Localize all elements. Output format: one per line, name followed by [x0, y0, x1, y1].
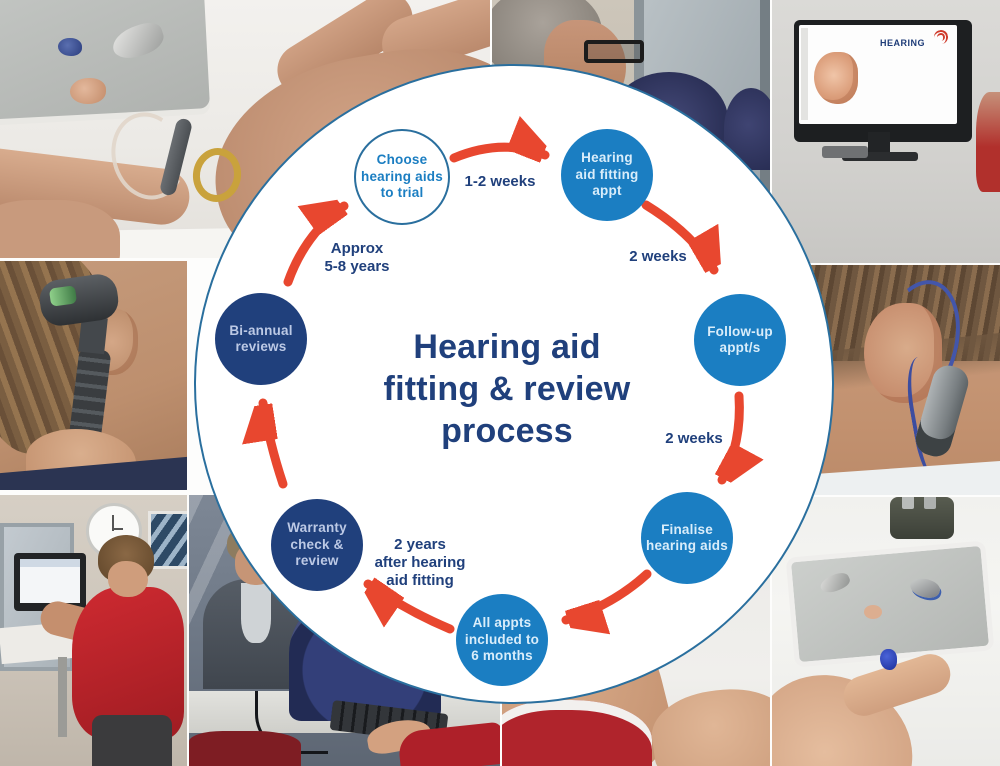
red-jacket: [72, 587, 184, 739]
monitor-base: [842, 152, 918, 161]
node-label: Follow-up appt/s: [707, 323, 773, 356]
charging-aid: [902, 497, 914, 509]
blue-hearing-aid: [58, 38, 82, 56]
hearing-logo-text: HEARING: [880, 38, 926, 48]
arrow-allappts-to-warranty: [368, 584, 455, 634]
arrow-warranty-to-biannual: [263, 398, 288, 489]
arrow-finalise-to-allappts: [561, 569, 652, 620]
monitor-screen: [20, 559, 80, 603]
red-garment: [502, 700, 652, 766]
software-toolbar: [801, 28, 808, 120]
node-label: Warranty check & review: [287, 520, 347, 569]
node-warranty-check-review: Warranty check & review: [271, 499, 363, 591]
edge-label-2-years-after-fitting: 2 years after hearing aid fitting: [374, 536, 466, 589]
node-all-appts-included: All appts included to 6 months: [456, 594, 548, 686]
edge-label-2-weeks-lower: 2 weeks: [665, 430, 723, 447]
photo-monitor-ear-diagram: HEARING: [772, 0, 1000, 263]
patient-shoulder: [976, 92, 1000, 192]
node-follow-up-appts: Follow-up appt/s: [694, 294, 786, 386]
desk-leg: [58, 657, 67, 737]
arrow-biannual-to-choose: [283, 206, 349, 287]
ear-anatomy-image: [814, 52, 858, 104]
edge-label-approx-5-8-years: Approx 5-8 years: [324, 240, 390, 275]
client-shirt: [241, 583, 271, 643]
arrow-choose-to-fitting: [449, 147, 545, 158]
node-label: Hearing aid fitting appt: [575, 150, 639, 199]
node-choose-hearing-aids: Choose hearing aids to trial: [354, 129, 450, 225]
node-label: Finalise hearing aids: [646, 521, 728, 554]
photo-otoscope-exam: [0, 261, 187, 490]
arrow-fitting-to-followup: [641, 200, 714, 275]
node-label: Bi-annual reviews: [229, 322, 293, 355]
patient-ear: [864, 303, 942, 403]
hearing-aid-charger: [890, 497, 954, 539]
wall-artwork: [148, 511, 187, 569]
blue-in-ear-aid: [880, 649, 897, 670]
node-bi-annual-reviews: Bi-annual reviews: [215, 293, 307, 385]
arm: [0, 200, 120, 258]
office-chair: [92, 715, 172, 766]
edge-label-2-weeks-upper: 2 weeks: [629, 248, 687, 265]
arrow-followup-to-finalise: [722, 391, 739, 480]
charging-aid: [924, 497, 936, 509]
clothing: [189, 731, 301, 766]
monitor-stand: [868, 132, 890, 154]
diagram-title: Hearing aid fitting & review process: [383, 328, 631, 450]
node-finalise-hearing-aids: Finalise hearing aids: [641, 492, 733, 584]
node-label: All appts included to 6 months: [464, 615, 540, 664]
ear-mould: [864, 605, 882, 619]
node-label: Choose hearing aids to trial: [361, 152, 443, 201]
glasses: [584, 40, 644, 63]
node-hearing-aid-fitting-appt: Hearing aid fitting appt: [561, 129, 653, 221]
clinician-face: [108, 561, 148, 597]
ear-mould: [70, 78, 106, 104]
photo-hearing-aid-tray-hand: [772, 497, 1000, 766]
desk-items: [822, 146, 868, 158]
photo-clinician-at-desk: [0, 495, 187, 766]
hearing-brand-logo: HEARING: [880, 38, 952, 60]
edge-label-1-2-weeks: 1-2 weeks: [464, 173, 536, 190]
